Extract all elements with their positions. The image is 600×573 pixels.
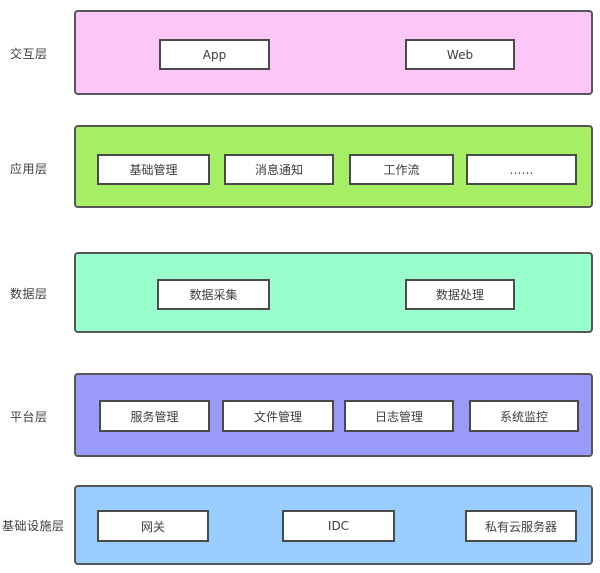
layer-label-infrastructure: 基础设施层 xyxy=(2,519,65,533)
layer-label-interaction: 交互层 xyxy=(10,47,48,61)
layer-label-platform: 平台层 xyxy=(10,410,48,424)
node-data-collection: 数据采集 xyxy=(157,279,270,310)
node-gateway: 网关 xyxy=(97,510,209,542)
node-system-monitoring: 系统监控 xyxy=(469,400,579,432)
node-service-management: 服务管理 xyxy=(99,400,210,432)
node-app: App xyxy=(159,39,270,70)
node-basic-management: 基础管理 xyxy=(97,154,210,185)
node-data-processing: 数据处理 xyxy=(405,279,515,310)
layer-band-interaction: App Web xyxy=(74,10,593,95)
node-workflow: 工作流 xyxy=(349,154,454,185)
node-log-management: 日志管理 xyxy=(344,400,454,432)
node-web: Web xyxy=(405,39,515,70)
node-private-cloud-server: 私有云服务器 xyxy=(465,510,577,542)
layer-band-infrastructure: 网关 IDC 私有云服务器 xyxy=(74,485,593,565)
layer-label-data: 数据层 xyxy=(10,287,48,301)
node-idc: IDC xyxy=(282,510,395,542)
layer-band-data: 数据采集 数据处理 xyxy=(74,252,593,333)
layer-band-application: 基础管理 消息通知 工作流 …… xyxy=(74,125,593,208)
layer-label-application: 应用层 xyxy=(10,162,48,176)
node-message-notification: 消息通知 xyxy=(224,154,334,185)
layer-band-platform: 服务管理 文件管理 日志管理 系统监控 xyxy=(74,373,593,457)
node-ellipsis: …… xyxy=(466,154,577,185)
node-file-management: 文件管理 xyxy=(222,400,334,432)
